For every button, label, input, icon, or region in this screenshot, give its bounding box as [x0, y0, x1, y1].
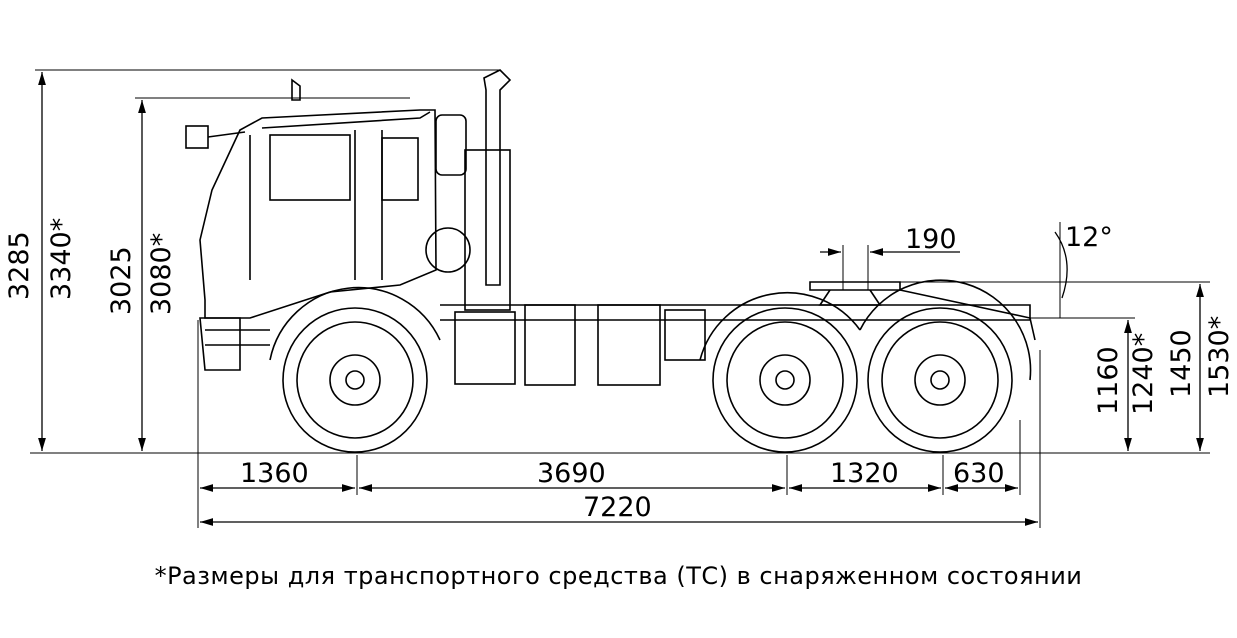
front-wheel: [282, 307, 428, 453]
dim-190: 190: [905, 224, 957, 255]
dim-3025: 3025: [106, 246, 137, 315]
dim-630: 630: [953, 458, 1005, 489]
rear-wheel-2: [867, 307, 1013, 453]
footnote-caption: *Размеры для транспортного средства (ТС)…: [154, 562, 1083, 590]
left-height-dimensions: 3285 3340* 3025 3080*: [4, 69, 500, 451]
dim-1450: 1450: [1166, 329, 1197, 398]
top-dimensions: 190 12°: [820, 222, 1113, 318]
dim-1240: 1240*: [1128, 333, 1159, 415]
dim-1160: 1160: [1093, 346, 1124, 415]
right-height-dimensions: 1160 1240* 1450 1530*: [900, 281, 1235, 451]
dim-angle: 12°: [1065, 222, 1113, 253]
bottom-length-dimensions: 1360 3690 1320 630 7220: [197, 320, 1041, 528]
dim-1530: 1530*: [1204, 316, 1235, 398]
dim-3080: 3080*: [146, 233, 177, 315]
dim-3690: 3690: [537, 458, 606, 489]
dim-7220: 7220: [583, 492, 652, 523]
dim-3285: 3285: [4, 231, 35, 300]
dim-1360: 1360: [240, 458, 309, 489]
dim-3340: 3340*: [46, 218, 77, 300]
dim-1320: 1320: [830, 458, 899, 489]
rear-wheel-1: [712, 307, 858, 453]
